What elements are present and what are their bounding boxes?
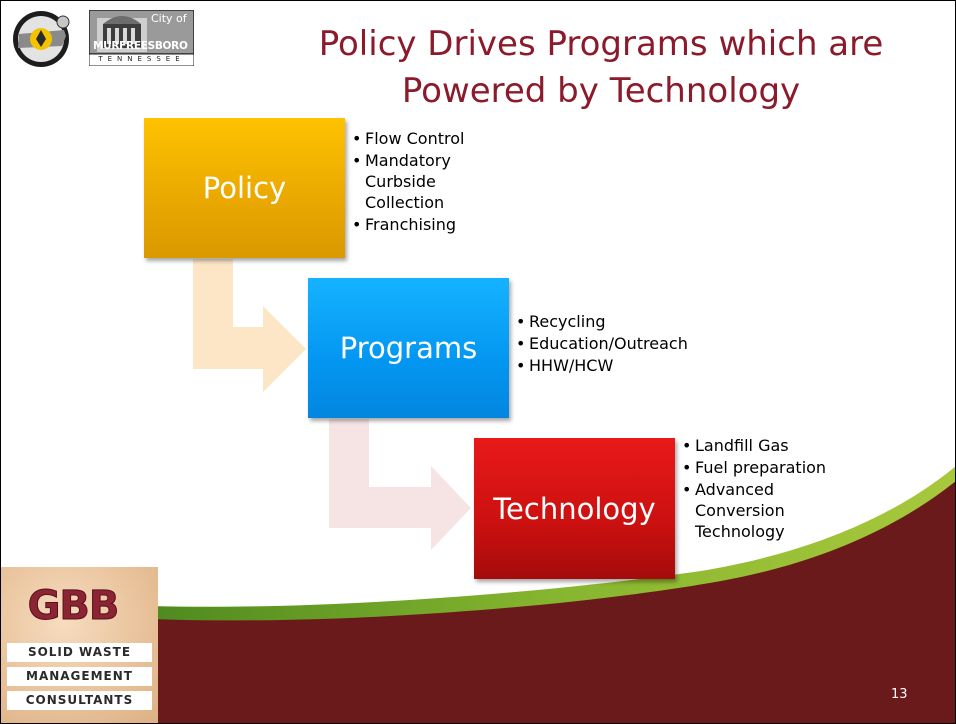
technology-bullet-list: Landfill Gas Fuel preparation Advanced C…	[682, 435, 832, 543]
technology-bullet-item: Landfill Gas	[682, 435, 832, 456]
policy-bullet-item: Flow Control	[352, 128, 502, 149]
gbb-line-management: MANAGEMENT	[7, 667, 152, 686]
slide-title-line-2: Powered by Technology	[401, 71, 801, 111]
programs-bullet-list: Recycling Education/Outreach HHW/HCW	[516, 311, 736, 377]
technology-bullet-item: Fuel preparation	[682, 457, 832, 478]
slide-title: Policy Drives Programs which are Powered…	[301, 21, 901, 115]
programs-bullet-item: Education/Outreach	[516, 333, 736, 354]
policy-bullet-list: Flow Control Mandatory Curbside Collecti…	[352, 128, 502, 236]
gbb-line-consultants: CONSULTANTS	[7, 691, 152, 710]
page-number: 13	[891, 687, 908, 702]
technology-label: Technology	[493, 491, 656, 526]
logo-tennessee-text: TENNESSEE	[98, 55, 185, 63]
programs-bullet-item: HHW/HCW	[516, 355, 736, 376]
murfreesboro-building-icon	[89, 10, 194, 66]
slide-title-line-1: Policy Drives Programs which are	[318, 24, 884, 64]
gbb-consultants-logo: GBB SOLID WASTE MANAGEMENT CONSULTANTS	[1, 567, 158, 723]
policy-box: Policy	[144, 118, 345, 258]
gbb-line-solid-waste: SOLID WASTE	[7, 643, 152, 662]
city-of-murfreesboro-logo: City of MURFREESBORO TENNESSEE	[89, 10, 194, 66]
policy-bullet-item: Franchising	[352, 214, 502, 235]
programs-label: Programs	[339, 331, 478, 365]
technology-box: Technology	[474, 438, 675, 579]
programs-bullet-item: Recycling	[516, 311, 736, 332]
policy-bullet-item: Mandatory Curbside Collection	[352, 150, 502, 213]
logo-murfreesboro-text: MURFREESBORO	[93, 40, 188, 52]
logo-city-of-text: City of	[151, 12, 187, 25]
programs-box: Programs	[308, 278, 509, 418]
policy-label: Policy	[202, 171, 287, 205]
gbb-logo-letters: GBB	[27, 583, 120, 630]
tennessee-seal-logo	[13, 11, 70, 67]
technology-bullet-item: Advanced Conversion Technology	[682, 479, 832, 542]
